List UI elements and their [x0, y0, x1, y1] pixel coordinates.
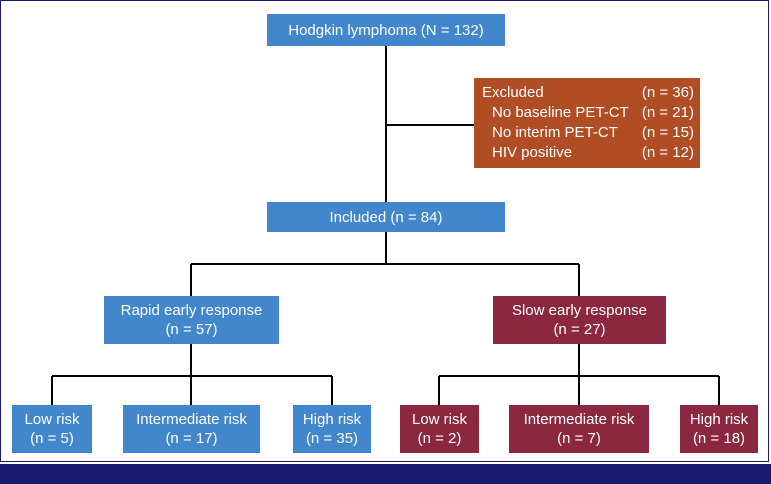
rapid-high-risk-box: High risk (n = 35) — [293, 405, 371, 453]
slow-low-risk-box: Low risk (n = 2) — [400, 405, 479, 453]
hodgkin-lymphoma-box: Hodgkin lymphoma (N = 132) — [267, 14, 505, 46]
slow-early-response-label: Slow early response — [511, 302, 648, 319]
rapid-intermediate-risk-count: (n = 17) — [165, 430, 218, 447]
hodgkin-lymphoma-label: Hodgkin lymphoma (N = 132) — [288, 21, 484, 39]
slow-early-response-box: Slow early response (n = 27) — [493, 296, 666, 344]
slow-high-risk-count: (n = 18) — [692, 430, 746, 447]
included-box: Included (n = 84) — [267, 202, 505, 232]
rapid-low-risk-label: Low risk — [24, 411, 80, 428]
slow-low-risk-count: (n = 2) — [417, 430, 462, 447]
slow-high-risk-box: High risk (n = 18) — [680, 405, 758, 453]
rapid-intermediate-risk-box: Intermediate risk (n = 17) — [123, 405, 260, 453]
excluded-row: Excluded (n = 36) — [482, 84, 694, 101]
diagram-frame — [0, 0, 769, 462]
rapid-low-risk-box: Low risk (n = 5) — [12, 405, 92, 453]
rapid-low-risk-count: (n = 5) — [30, 430, 74, 447]
rapid-intermediate-risk-label: Intermediate risk — [136, 411, 247, 428]
rapid-early-response-label: Rapid early response — [120, 302, 263, 319]
slow-intermediate-risk-box: Intermediate risk (n = 7) — [509, 405, 649, 453]
excluded-row-no-interim-pet-ct: No interim PET-CT (n = 15) — [492, 124, 694, 141]
rapid-high-risk-count: (n = 35) — [305, 430, 359, 447]
excluded-row-hiv-positive: HIV positive (n = 12) — [492, 144, 694, 161]
slow-intermediate-risk-label: Intermediate risk — [523, 411, 635, 428]
bottom-bar — [0, 464, 771, 484]
connector-lines — [51, 46, 720, 405]
rapid-high-risk-label: High risk — [302, 411, 362, 428]
excluded-box: Excluded (n = 36) No baseline PET-CT (n … — [474, 78, 700, 168]
slow-early-response-count: (n = 27) — [553, 321, 606, 338]
included-label: Included (n = 84) — [329, 208, 443, 226]
rapid-early-response-count: (n = 57) — [165, 321, 218, 338]
excluded-row-no-baseline-pet-ct: No baseline PET-CT (n = 21) — [492, 104, 694, 121]
slow-intermediate-risk-count: (n = 7) — [557, 430, 601, 447]
slow-low-risk-label: Low risk — [411, 411, 467, 428]
slow-high-risk-label: High risk — [689, 411, 749, 428]
rapid-early-response-box: Rapid early response (n = 57) — [104, 296, 279, 344]
